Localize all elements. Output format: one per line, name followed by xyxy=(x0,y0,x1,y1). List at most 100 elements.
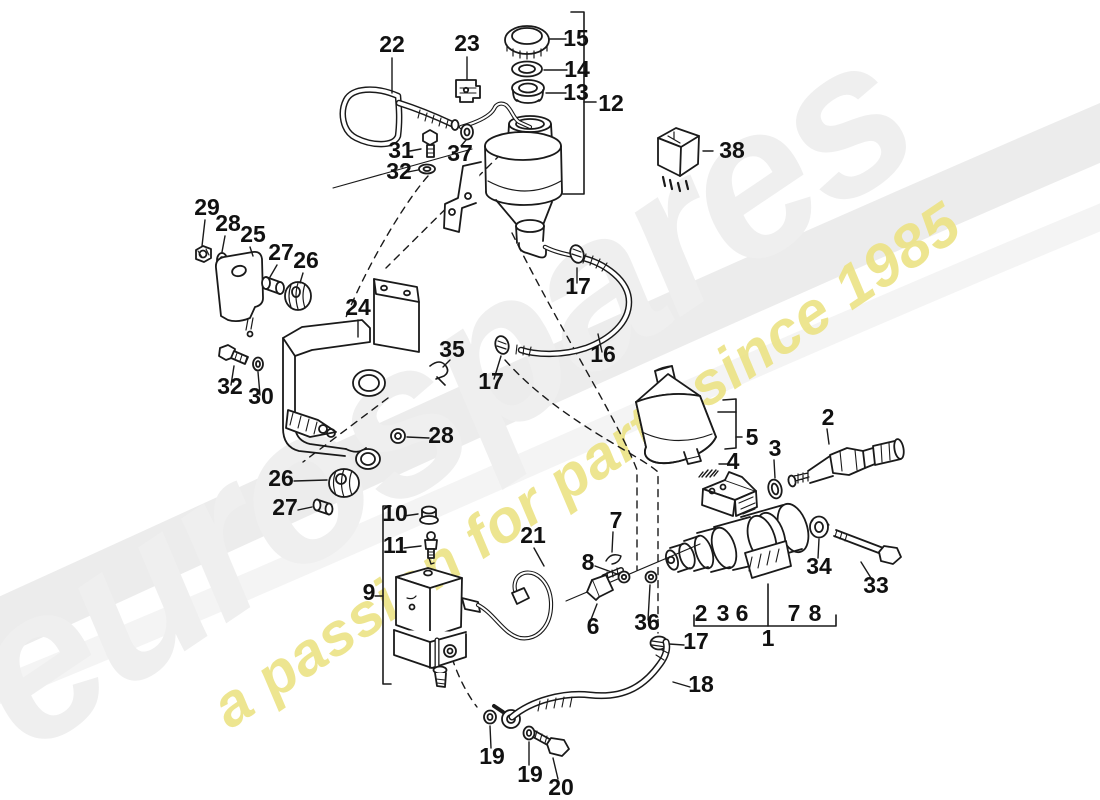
part-label-17: 17 xyxy=(683,628,709,654)
part-label-31: 31 xyxy=(388,137,414,163)
part-label-8: 8 xyxy=(582,549,595,575)
spring-4 xyxy=(698,469,719,478)
washer-34 xyxy=(809,515,830,539)
assembly-bracket-9 xyxy=(382,505,392,685)
part-label-16: 16 xyxy=(590,341,616,367)
part-label-14: 14 xyxy=(564,56,590,82)
part-label-36: 36 xyxy=(634,609,660,635)
part-label-28: 28 xyxy=(215,210,241,236)
bolt-32-left xyxy=(218,344,249,365)
part-label-27: 27 xyxy=(272,494,298,520)
hose-clamp-17a xyxy=(569,244,585,264)
part-label-32: 32 xyxy=(217,373,243,399)
diagram-line-art xyxy=(195,11,905,780)
seal-washer-19a xyxy=(483,709,497,725)
accumulator-5 xyxy=(635,365,717,465)
washer-32-top xyxy=(418,163,436,175)
part-label-6: 6 xyxy=(736,600,749,626)
hose-22 xyxy=(339,86,460,148)
reservoir-insert-13 xyxy=(511,79,545,104)
part-label-4: 4 xyxy=(727,448,740,474)
part-label-9: 9 xyxy=(363,579,376,605)
assembly-bracket-5 xyxy=(717,398,743,450)
reservoir-gasket-14 xyxy=(511,60,543,78)
washer-28-mid xyxy=(390,428,406,444)
part-label-21: 21 xyxy=(520,522,546,548)
part-label-32: 32 xyxy=(386,158,412,184)
feed-pipe xyxy=(332,101,533,189)
part-label-7: 7 xyxy=(788,600,801,626)
washer-8 xyxy=(617,570,631,584)
nut-29 xyxy=(195,245,212,263)
assembly-bracket-12 xyxy=(562,11,597,195)
fluid-reservoir-12 xyxy=(443,115,563,259)
alignment-dashed-lines xyxy=(302,144,659,708)
washer-36 xyxy=(644,570,658,584)
pressure-pipe-21 xyxy=(461,570,554,641)
relay-38 xyxy=(657,127,700,193)
part-label-17: 17 xyxy=(478,368,504,394)
pressure-pump-1 xyxy=(565,471,810,602)
part-label-37: 37 xyxy=(447,140,473,166)
part-label-26: 26 xyxy=(268,465,294,491)
part-label-27: 27 xyxy=(268,239,294,265)
reservoir-cap-15 xyxy=(504,25,550,60)
watermark-brand: eurospares xyxy=(0,0,951,794)
return-hose-18 xyxy=(492,638,671,729)
part-label-1: 1 xyxy=(762,625,775,651)
part-label-29: 29 xyxy=(194,194,220,220)
bleeder-valve-11 xyxy=(424,531,438,565)
part-label-38: 38 xyxy=(719,137,745,163)
seal-washer-19b xyxy=(522,725,536,741)
part-label-8: 8 xyxy=(809,600,822,626)
part-label-22: 22 xyxy=(379,31,405,57)
part-label-30: 30 xyxy=(248,383,274,409)
part-label-25: 25 xyxy=(240,221,266,247)
part-label-18: 18 xyxy=(688,671,714,697)
part-label-26: 26 xyxy=(293,247,319,273)
seal-ring-3 xyxy=(767,478,783,500)
grommet-37 xyxy=(460,123,474,141)
banjo-bolt-20 xyxy=(532,730,570,757)
pressure-valve-2 xyxy=(787,438,905,488)
bushing-26-lower xyxy=(328,468,360,498)
clip-35 xyxy=(429,361,449,386)
pipe-clamp-23 xyxy=(455,79,481,103)
hose-clamp-17b xyxy=(494,335,510,355)
part-label-2: 2 xyxy=(822,404,835,430)
watermark-swoosh xyxy=(0,102,1100,704)
bolt-31 xyxy=(422,129,438,158)
part-label-6: 6 xyxy=(587,613,600,639)
cap-10 xyxy=(419,505,439,525)
bolt-33 xyxy=(833,529,902,565)
part-label-35: 35 xyxy=(439,336,465,362)
leader-lines xyxy=(201,38,872,780)
part-label-7: 7 xyxy=(610,507,623,533)
bracket-25 xyxy=(215,250,264,338)
part-label-12: 12 xyxy=(598,90,624,116)
part-label-10: 10 xyxy=(382,500,408,526)
part-label-23: 23 xyxy=(454,30,480,56)
washer-30 xyxy=(252,356,264,372)
part-label-20: 20 xyxy=(548,774,574,800)
elbow-fitting-6 xyxy=(586,567,624,601)
part-label-3: 3 xyxy=(717,600,730,626)
part-label-34: 34 xyxy=(806,553,832,579)
support-bracket-24 xyxy=(282,278,420,470)
part-label-19: 19 xyxy=(517,761,543,787)
spacer-27-lower xyxy=(312,498,334,516)
part-label-28: 28 xyxy=(428,422,454,448)
part-label-2: 2 xyxy=(695,600,708,626)
spacer-27-left xyxy=(261,276,285,295)
part-label-13: 13 xyxy=(563,79,589,105)
part-label-19: 19 xyxy=(479,743,505,769)
part-label-33: 33 xyxy=(863,572,889,598)
clip-7 xyxy=(605,554,622,565)
valve-block-9 xyxy=(393,567,467,688)
part-label-11: 11 xyxy=(383,532,408,558)
bushing-26-left xyxy=(284,281,312,311)
assembly-bracket-row xyxy=(693,583,837,627)
